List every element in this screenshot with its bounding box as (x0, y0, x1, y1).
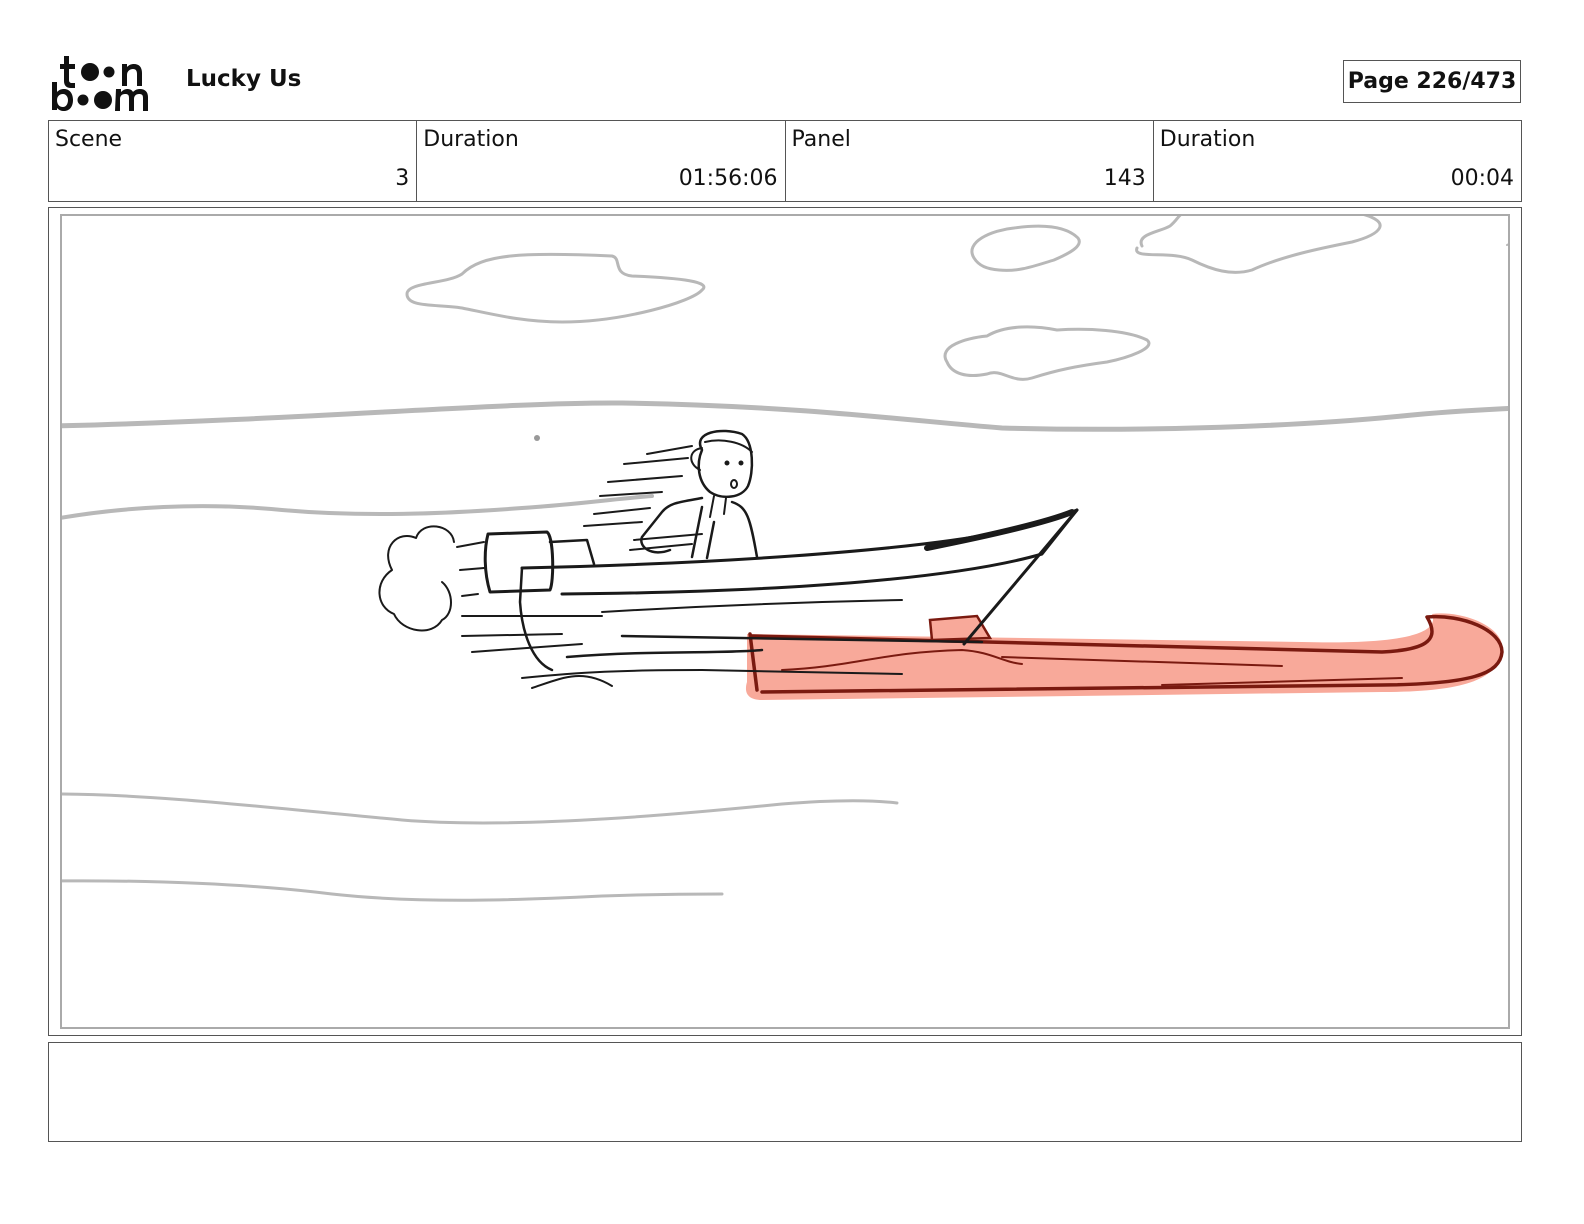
panel-value: 143 (1103, 166, 1146, 191)
cloud-middle (943, 325, 1151, 381)
scene-label: Scene (55, 127, 123, 152)
logo-bottom-row (52, 82, 148, 111)
scene-value: 3 (395, 166, 410, 191)
cloud-top-2 (1135, 216, 1382, 274)
tongue (745, 613, 1504, 700)
boat-sketch (378, 429, 1079, 689)
cloud-top-1 (970, 224, 1081, 272)
panel-cell: Panel 143 (786, 121, 1154, 201)
panel-label: Panel (791, 127, 851, 152)
storyboard-sketch (62, 216, 1508, 902)
panel-frame (48, 207, 1522, 1036)
toonboom-logo (52, 56, 148, 111)
page-indicator: Page 226/473 (1343, 60, 1521, 103)
panel-duration-label: Duration (1159, 127, 1256, 152)
water-line-2 (62, 792, 899, 825)
scene-duration-label: Duration (423, 127, 519, 152)
panel-duration-cell: Duration 00:04 (1154, 121, 1521, 201)
panel-info-table: Scene 3 Duration 01:56:06 Panel 143 Dura… (48, 120, 1522, 202)
water-line-3 (62, 879, 724, 902)
panel-notes (48, 1042, 1522, 1142)
horizon-line (62, 400, 1508, 432)
panel-duration-value: 00:04 (1450, 166, 1514, 191)
scene-duration-value: 01:56:06 (678, 166, 778, 191)
background-lines (62, 216, 1508, 902)
project-title: Lucky Us (186, 66, 302, 92)
water-line-1 (62, 494, 654, 520)
page-indicator-text: Page 226/473 (1347, 69, 1517, 94)
panel-image (60, 214, 1510, 1029)
logo-top-row (60, 56, 142, 88)
scene-duration-cell: Duration 01:56:06 (417, 121, 786, 201)
cloud-left (405, 252, 706, 324)
scene-cell: Scene 3 (49, 121, 418, 201)
